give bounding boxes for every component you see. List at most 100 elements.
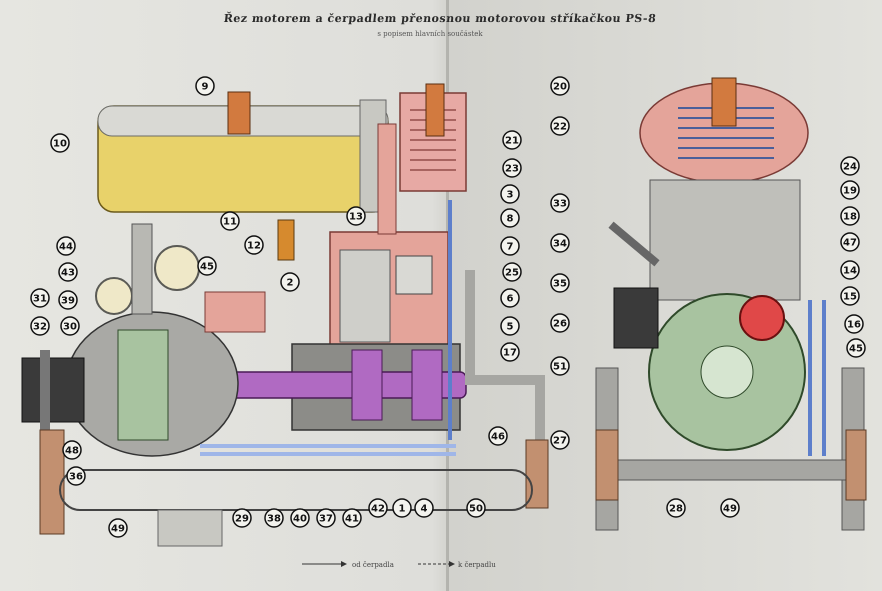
left-callout-number: 7 <box>507 242 514 253</box>
left-callout-number: 45 <box>200 262 214 273</box>
right-callout-number: 33 <box>553 199 567 210</box>
left-callout-number: 9 <box>202 82 209 93</box>
left-callout-circle <box>500 184 520 204</box>
frame-bracket <box>157 509 223 547</box>
left-callout-number: 39 <box>61 296 75 307</box>
left-callout-circle <box>30 316 50 336</box>
flow-legend: od čerpadla k čerpadlu <box>302 561 496 569</box>
left-callout-circle <box>58 290 78 310</box>
left-callout-number: 25 <box>505 268 519 279</box>
radiator-filler-front <box>711 77 737 127</box>
left-callout-circle <box>500 236 520 256</box>
right-callout-number: 51 <box>553 362 567 373</box>
right-callout-number: 22 <box>553 122 567 133</box>
left-callout-circle <box>500 208 520 228</box>
right-callout-circle <box>550 193 570 213</box>
right-callout-circle <box>840 232 860 252</box>
left-callout-number: 40 <box>293 514 307 525</box>
exhaust-pipe <box>377 123 397 235</box>
left-callout-circle <box>58 262 78 282</box>
cylinder-bore <box>339 249 391 343</box>
left-callout-circle <box>280 272 300 292</box>
right-callout-circle <box>550 273 570 293</box>
head-filler <box>425 83 445 137</box>
right-callout-number: 19 <box>843 186 857 197</box>
right-callout-circle <box>840 286 860 306</box>
right-callout-number: 35 <box>553 279 567 290</box>
pressure-gauge <box>154 245 200 291</box>
control-lever <box>608 221 660 267</box>
left-callout-circle <box>502 262 522 282</box>
left-callout-number: 43 <box>61 268 75 279</box>
fuel-filler-cap <box>227 91 251 135</box>
left-callout-circle <box>195 76 215 96</box>
left-callout-number: 29 <box>235 514 249 525</box>
right-callout-number: 18 <box>843 212 857 223</box>
suction-inlet-front <box>613 287 659 349</box>
left-callout-circle <box>342 508 362 528</box>
left-callout-number: 3 <box>507 190 514 201</box>
right-callout-number: 15 <box>843 292 857 303</box>
pump-inlet-flange <box>40 350 50 430</box>
left-callout-circle <box>56 236 76 256</box>
piston <box>395 255 433 295</box>
left-callout-number: 36 <box>69 472 83 483</box>
right-callout-number: 27 <box>553 436 567 447</box>
left-callout-number: 6 <box>507 294 514 305</box>
right-callout-circle <box>550 313 570 333</box>
left-callout-number: 38 <box>267 514 281 525</box>
left-callout-number: 46 <box>491 432 505 443</box>
crank-disc-right <box>411 349 443 421</box>
gauge-stem <box>131 223 153 315</box>
right-callout-number: 47 <box>843 238 857 249</box>
left-callout-circle <box>108 518 128 538</box>
right-callout-circle <box>666 498 686 518</box>
left-callout-circle <box>197 256 217 276</box>
diagram-subtitle: s popisem hlavních součástek <box>377 30 483 38</box>
left-callout-circle <box>368 498 388 518</box>
cooling-fins <box>410 109 456 171</box>
return-pipe <box>465 270 545 470</box>
left-callout-number: 2 <box>287 278 294 289</box>
left-callout-number: 30 <box>63 322 77 333</box>
left-callout-number: 12 <box>247 241 261 252</box>
left-callout-circle <box>488 426 508 446</box>
left-callout-circle <box>66 466 86 486</box>
right-callout-circle <box>720 498 740 518</box>
left-callout-number: 50 <box>469 504 483 515</box>
left-callout-number: 23 <box>505 164 519 175</box>
right-callout-circle <box>840 260 860 280</box>
right-callout-number: 24 <box>843 162 857 173</box>
right-callout-circle <box>840 206 860 226</box>
left-callout-number: 11 <box>223 217 237 228</box>
left-callout-circle <box>264 508 284 528</box>
left-callout-number: 4 <box>421 504 428 515</box>
right-callout-number: 14 <box>843 266 857 277</box>
starter-wheel <box>739 295 785 341</box>
left-callout-circle <box>500 288 520 308</box>
left-callout-number: 49 <box>111 524 125 535</box>
left-callout-number: 42 <box>371 504 385 515</box>
left-callout-circle <box>244 235 264 255</box>
left-callout-circle <box>500 342 520 362</box>
right-callout-number: 28 <box>669 504 683 515</box>
left-callout-number: 13 <box>349 212 363 223</box>
flow-to-pump-label: k čerpadlu <box>458 561 496 569</box>
motor-body-front <box>649 179 801 301</box>
right-callout-number: 49 <box>723 504 737 515</box>
right-callout-circle <box>550 116 570 136</box>
left-callout-number: 17 <box>503 348 517 359</box>
left-callout-number: 5 <box>507 322 514 333</box>
left-callout-circle <box>550 76 570 96</box>
right-callout-number: 45 <box>849 344 863 355</box>
left-callout-number: 8 <box>507 214 514 225</box>
front-blue-pipes <box>808 300 826 456</box>
vacuum-gauge <box>95 277 133 315</box>
right-callout-circle <box>840 180 860 200</box>
left-callout-circle <box>346 206 366 226</box>
